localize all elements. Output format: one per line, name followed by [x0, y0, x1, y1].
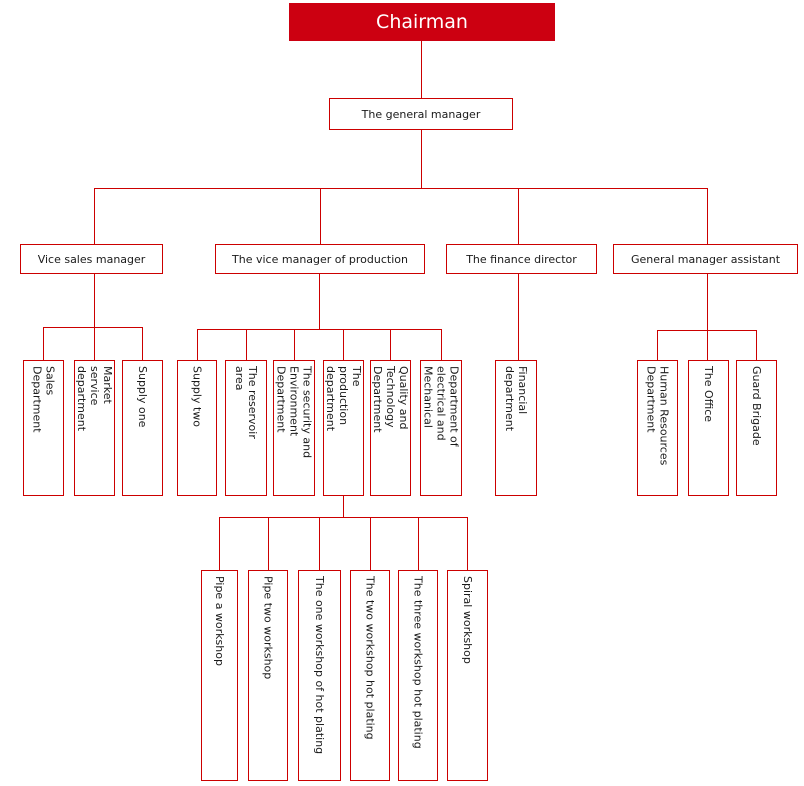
node-one-workshop-hot-plating-label: The one workshop of hot plating: [313, 576, 326, 755]
node-one-workshop-hot-plating: The one workshop of hot plating: [298, 570, 341, 781]
node-pipe-two-workshop-label: Pipe two workshop: [261, 576, 275, 680]
node-sales-department: Sales Department: [23, 360, 64, 496]
node-reservoir-area: The reservoir area: [225, 360, 267, 496]
node-chairman: Chairman: [289, 3, 555, 41]
node-general-manager: The general manager: [329, 98, 513, 130]
node-gm-assistant: General manager assistant: [613, 244, 798, 274]
node-the-office: The Office: [688, 360, 729, 496]
node-three-workshop-hot-plating-label: The three workshop hot plating: [411, 576, 425, 749]
node-the-office-label: The Office: [702, 366, 715, 423]
node-financial-department-label: Financial department: [503, 366, 529, 432]
node-chairman-label: Chairman: [376, 11, 468, 33]
node-human-resources-department: Human Resources Department: [637, 360, 678, 496]
node-supply-two: Supply two: [177, 360, 217, 496]
node-electrical-mechanical-department-label: Department of electrical and Mechanical: [421, 366, 461, 447]
node-quality-technology-department: Quality and Technology Department: [370, 360, 411, 496]
node-general-manager-label: The general manager: [361, 107, 481, 121]
node-quality-technology-department-label: Quality and Technology Department: [371, 366, 410, 433]
node-finance-director: The finance director: [446, 244, 597, 274]
node-pipe-two-workshop: Pipe two workshop: [248, 570, 288, 781]
node-spiral-workshop-label: Spiral workshop: [461, 576, 474, 664]
node-market-service-department-label: Market service department: [75, 366, 114, 432]
node-financial-department: Financial department: [495, 360, 537, 496]
node-production-department-label: The production department: [324, 366, 363, 432]
node-two-workshop-hot-plating-label: The two workshop hot plating: [363, 576, 377, 740]
node-supply-two-label: Supply two: [190, 366, 204, 428]
node-vice-production-manager: The vice manager of production: [215, 244, 425, 274]
node-vice-production-manager-label: The vice manager of production: [232, 252, 408, 266]
node-security-environment-department: The security and Environment Department: [273, 360, 315, 496]
node-sales-department-label: Sales Department: [30, 366, 57, 433]
node-reservoir-area-label: The reservoir area: [233, 366, 259, 439]
node-supply-one-label: Supply one: [136, 366, 149, 428]
node-guard-brigade: Guard Brigade: [736, 360, 777, 496]
node-gm-assistant-label: General manager assistant: [630, 252, 781, 266]
node-two-workshop-hot-plating: The two workshop hot plating: [350, 570, 390, 781]
node-guard-brigade-label: Guard Brigade: [750, 366, 763, 446]
node-production-department: The production department: [323, 360, 364, 496]
node-security-environment-department-label: The security and Environment Department: [274, 366, 314, 459]
node-finance-director-label: The finance director: [466, 252, 577, 266]
node-market-service-department: Market service department: [74, 360, 115, 496]
node-vice-sales-manager-label: Vice sales manager: [37, 252, 146, 266]
node-human-resources-department-label: Human Resources Department: [644, 366, 671, 466]
node-supply-one: Supply one: [122, 360, 163, 496]
node-spiral-workshop: Spiral workshop: [447, 570, 488, 781]
node-three-workshop-hot-plating: The three workshop hot plating: [398, 570, 438, 781]
node-electrical-mechanical-department: Department of electrical and Mechanical: [420, 360, 462, 496]
node-pipe-a-workshop: Pipe a workshop: [201, 570, 238, 781]
node-vice-sales-manager: Vice sales manager: [20, 244, 163, 274]
node-pipe-a-workshop-label: Pipe a workshop: [213, 576, 226, 666]
